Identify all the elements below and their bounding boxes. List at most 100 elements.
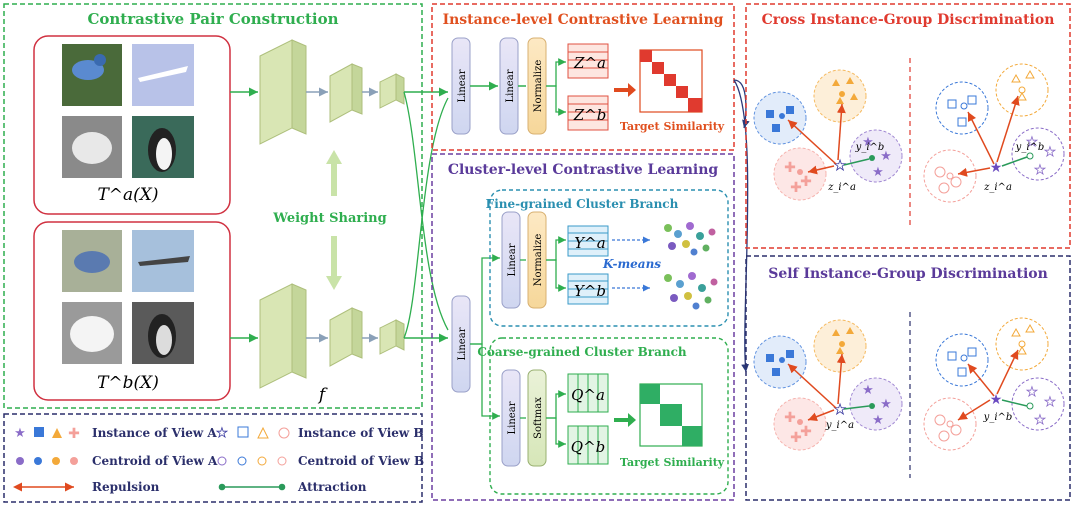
ya-label: Y^a — [574, 234, 605, 252]
legend-centroid-b-symbols — [217, 456, 287, 466]
coarse-target-label: Target Similarity — [620, 456, 725, 469]
legend-centroid-b: Centroid of View B — [298, 454, 424, 468]
cross-right-y-label: y_i^b — [1015, 142, 1045, 153]
instance-arrow — [614, 83, 636, 97]
svg-text:✚: ✚ — [790, 180, 802, 196]
self-panel — [745, 255, 1071, 501]
kmeans-label: K-means — [602, 257, 661, 271]
weight-sharing-arrow-up — [326, 150, 342, 196]
qb-feature-block — [567, 425, 609, 465]
zb-feature-block — [567, 95, 609, 131]
fine-linear-label: Linear — [507, 243, 518, 276]
self-left-label: y_i^a — [825, 420, 854, 431]
fine-branch-title: Fine-grained Cluster Branch — [486, 197, 679, 211]
legend-repulsion: Repulsion — [92, 480, 160, 494]
svg-text:★: ★ — [990, 392, 1003, 408]
svg-text:★: ★ — [834, 158, 847, 174]
legend-instance-a: Instance of View A — [92, 426, 217, 440]
qa-label: Q^a — [571, 386, 605, 404]
coarse-target-matrix — [639, 383, 703, 447]
za-label: Z^a — [573, 54, 606, 72]
coarse-linear-label: Linear — [507, 401, 518, 434]
cross-panel — [745, 3, 1071, 249]
zb-label: Z^b — [573, 106, 607, 124]
self-title: Self Instance-Group Discrimination — [768, 266, 1048, 282]
cross-right-cluster-diagram: ★ ★ ★ ★ — [923, 63, 1065, 203]
svg-text:★: ★ — [990, 160, 1003, 176]
legend-centroid-a-symbols — [16, 457, 78, 465]
svg-text:★: ★ — [872, 413, 884, 428]
svg-text:✚: ✚ — [790, 430, 802, 446]
ya-feature-block — [567, 225, 609, 257]
svg-text:✚: ✚ — [68, 426, 80, 442]
view-b-box — [33, 221, 231, 401]
svg-text:★: ★ — [1034, 413, 1046, 428]
encoder-b — [259, 283, 405, 389]
cluster-shared-linear-label: Linear — [457, 327, 468, 360]
instance-normalize-label: Normalize — [533, 60, 544, 113]
yb-label: Y^b — [574, 282, 606, 300]
instance-level-title: Instance-level Contrastive Learning — [443, 12, 724, 28]
encoder-label: f — [317, 385, 328, 405]
view-a-box — [33, 35, 231, 215]
cross-right-z-label: z_i^a — [983, 182, 1012, 193]
view-b-label: T^b(X) — [97, 373, 159, 393]
svg-text:★: ★ — [1044, 145, 1056, 160]
instance-target-matrix — [639, 49, 703, 113]
fine-normalize-label: Normalize — [533, 234, 544, 287]
svg-text:★: ★ — [1026, 135, 1038, 150]
legend-attraction: Attraction — [297, 480, 367, 494]
coarse-softmax-label: Softmax — [533, 397, 544, 439]
legend-instance-a-symbols: ★ ✚ — [14, 426, 80, 442]
fine-branch-box — [489, 189, 729, 327]
weight-sharing-arrow-down — [326, 236, 342, 290]
kmeans-scatter-top — [664, 222, 716, 256]
self-left-cluster-diagram: ✚✚✚ ★★★ ★ — [753, 319, 903, 451]
cluster-level-panel — [431, 153, 735, 501]
contrastive-pair-title: Contrastive Pair Construction — [87, 10, 338, 28]
svg-text:★: ★ — [872, 165, 884, 180]
legend-instance-b: Instance of View B — [298, 426, 424, 440]
view-b-image-grid — [62, 230, 194, 364]
svg-text:★: ★ — [862, 135, 874, 150]
svg-text:✚: ✚ — [800, 174, 812, 190]
svg-text:★: ★ — [14, 426, 26, 441]
za-feature-block — [567, 43, 609, 79]
svg-text:✚: ✚ — [784, 410, 796, 426]
self-right-cluster-diagram: ★ ★ ★ ★ — [923, 317, 1065, 451]
coarse-arrow — [614, 413, 636, 427]
yb-feature-block — [567, 273, 609, 305]
svg-text:★: ★ — [1044, 395, 1056, 410]
cross-left-z-label: z_i^a — [827, 182, 856, 193]
instance-linear-2-label: Linear — [505, 69, 516, 102]
svg-text:★: ★ — [880, 149, 892, 164]
kmeans-scatter-bottom — [664, 272, 718, 310]
svg-text:★: ★ — [216, 426, 228, 441]
svg-text:✚: ✚ — [784, 160, 796, 176]
instance-linear-1-label: Linear — [457, 69, 468, 102]
view-a-label: T^a(X) — [97, 185, 158, 205]
svg-text:★: ★ — [880, 397, 892, 412]
coarse-branch-title: Coarse-grained Cluster Branch — [477, 345, 687, 359]
qa-feature-block — [567, 373, 609, 413]
svg-text:★: ★ — [1034, 163, 1046, 178]
encoder-a — [259, 39, 405, 145]
view-a-image-grid — [62, 44, 194, 178]
cross-title: Cross Instance-Group Discrimination — [762, 12, 1055, 28]
contrastive-pair-panel — [3, 3, 423, 409]
legend-instance-b-symbols: ★ — [216, 426, 290, 441]
cluster-level-title: Cluster-level Contrastive Learning — [448, 162, 719, 178]
instance-target-label: Target Similarity — [620, 120, 725, 133]
legend-panel — [3, 413, 423, 503]
legend-centroid-a: Centroid of View A — [92, 454, 218, 468]
svg-text:★: ★ — [834, 402, 847, 418]
self-right-label-b: y_i^b — [983, 412, 1013, 423]
svg-text:★: ★ — [862, 383, 874, 398]
coarse-branch-box — [489, 337, 729, 495]
cross-left-cluster-diagram: ✚✚✚ ★★★ ★ — [753, 69, 903, 201]
svg-text:★: ★ — [1026, 385, 1038, 400]
svg-text:✚: ✚ — [800, 424, 812, 440]
cross-left-y-label: y_i^b — [855, 142, 885, 153]
